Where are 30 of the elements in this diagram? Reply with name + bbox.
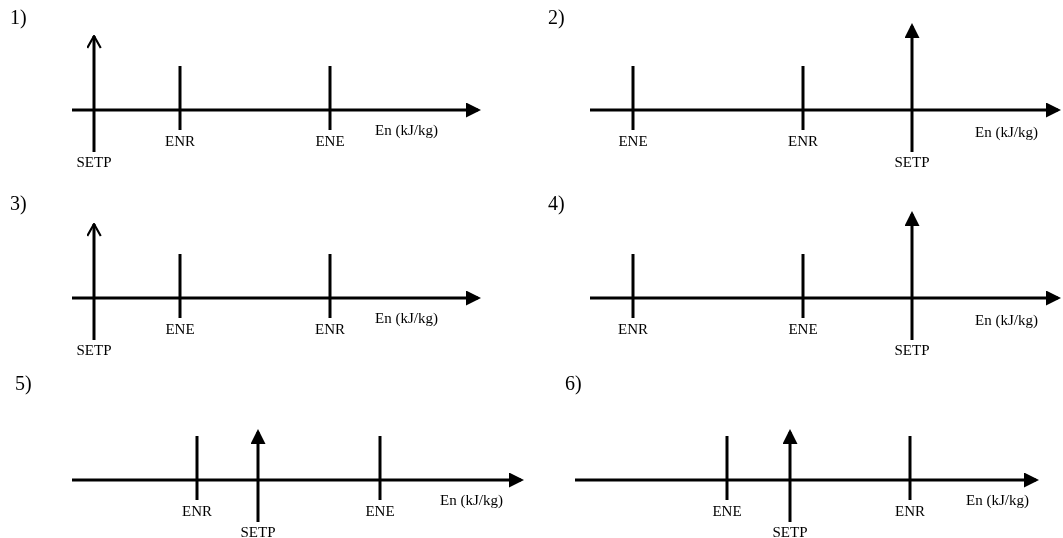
marker-label: ENR [315,321,345,338]
marker-label: SETP [240,524,276,538]
axis-label: En (kJ/kg) [975,312,1038,329]
marker-label: SETP [772,524,808,538]
marker-label: SETP [894,154,930,171]
panel-number: 5) [15,372,32,394]
marker-label: ENE [712,503,742,520]
panel-number: 6) [565,372,582,394]
marker-label: SETP [76,154,112,171]
marker-label: ENE [788,321,818,338]
axis-label: En (kJ/kg) [375,310,438,327]
marker-label: ENR [788,133,818,150]
panel-number: 4) [548,192,565,214]
axis-label: En (kJ/kg) [966,492,1029,509]
marker-label: SETP [76,342,112,359]
panel-number: 2) [548,6,565,28]
marker-label: ENR [182,503,212,520]
marker-label: ENE [618,133,648,150]
axis-label: En (kJ/kg) [440,492,503,509]
marker-label: ENE [365,503,395,520]
axis-label: En (kJ/kg) [375,122,438,139]
marker-label: ENR [165,133,195,150]
marker-label: ENR [618,321,648,338]
marker-label: ENE [315,133,345,150]
panel-number: 1) [10,6,27,28]
marker-label: ENE [165,321,195,338]
axis-label: En (kJ/kg) [975,124,1038,141]
marker-label: ENR [895,503,925,520]
marker-label: SETP [894,342,930,359]
panel-number: 3) [10,192,27,214]
